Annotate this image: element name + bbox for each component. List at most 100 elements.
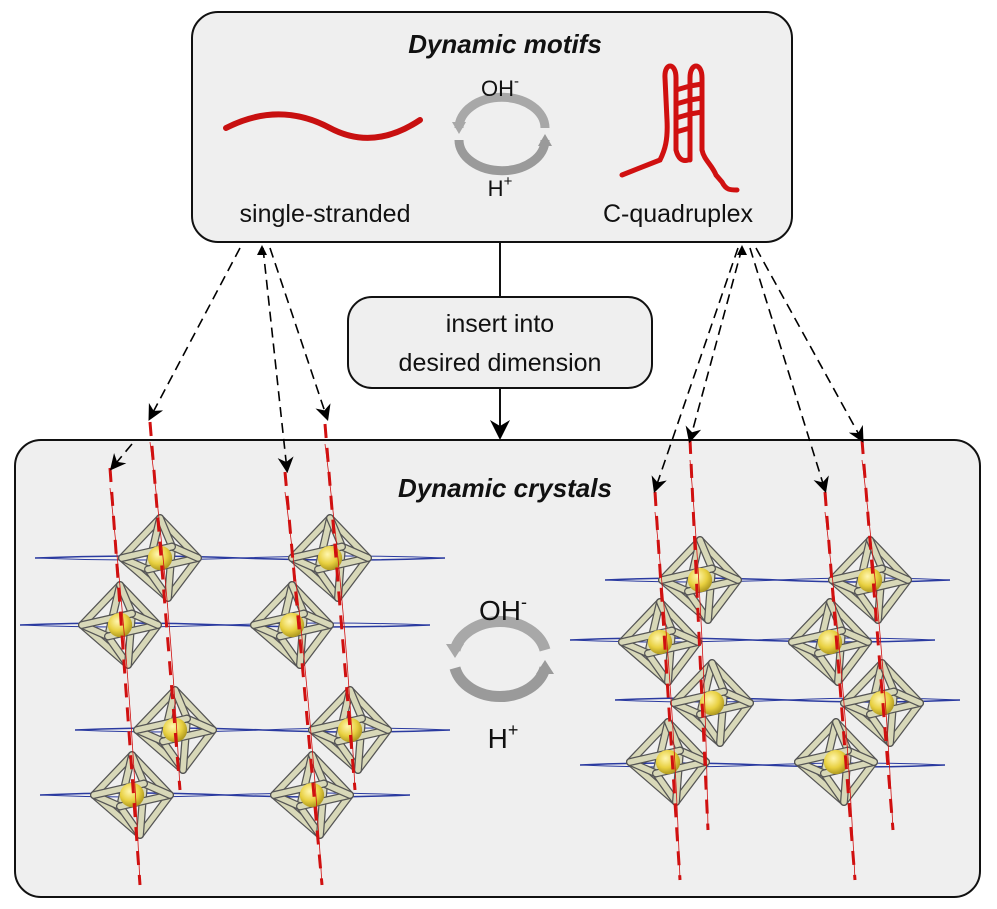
gold-sphere xyxy=(147,545,173,571)
cage-strut xyxy=(879,565,911,583)
cage-strut xyxy=(709,660,727,695)
cage-strut xyxy=(789,599,833,645)
cage-strut xyxy=(359,715,391,733)
cage-strut xyxy=(673,759,709,805)
gold-sphere xyxy=(647,629,673,655)
octahedral-cage xyxy=(270,751,354,839)
process-line-2: desired dimension xyxy=(399,349,602,377)
cage-strut xyxy=(141,780,173,798)
cage-strut xyxy=(697,537,715,572)
cage-strut xyxy=(251,582,295,628)
cage-strut xyxy=(297,622,333,668)
dashed-arrow xyxy=(262,247,294,474)
c-quadruplex-label: C-quadruplex xyxy=(603,200,754,228)
cage-strut xyxy=(180,727,216,773)
gold-sphere xyxy=(119,782,145,808)
cage-strut xyxy=(841,759,877,805)
cage-strut xyxy=(875,577,911,623)
cage-strut xyxy=(671,660,715,706)
cage-strut xyxy=(335,555,371,601)
cage-strut xyxy=(119,515,163,561)
cage-strut xyxy=(795,719,839,765)
cage-strut xyxy=(627,719,671,765)
linker-chain xyxy=(34,555,446,561)
dna-strand-dashed xyxy=(653,491,682,881)
gold-sphere xyxy=(687,567,713,593)
gold-sphere xyxy=(699,690,725,716)
cage-strut xyxy=(721,688,753,706)
cage-strut xyxy=(157,515,175,550)
cage-strut xyxy=(91,752,135,798)
motifs-box: Dynamic motifs OH- H+ single-stranded C-… xyxy=(191,11,793,243)
octahedral-cage xyxy=(288,514,372,602)
single-stranded-dna-icon xyxy=(223,111,423,141)
cage-strut xyxy=(347,687,365,722)
c-quadruplex-icon xyxy=(619,63,740,193)
dashed-arrow xyxy=(651,247,739,494)
crystals-top-reagent: OH- xyxy=(479,592,527,626)
octahedral-cage xyxy=(133,686,217,774)
cage-strut xyxy=(839,627,871,645)
octahedral-cage xyxy=(670,659,754,747)
octahedral-cage xyxy=(626,718,710,806)
cage-strut xyxy=(709,565,741,583)
dna-helix-trace xyxy=(149,441,181,791)
cage-strut xyxy=(165,555,201,601)
dna-helix-trace xyxy=(109,487,141,886)
cage-strut xyxy=(184,715,216,733)
dna-strand-dashed xyxy=(688,439,710,831)
cage-strut xyxy=(835,639,871,685)
dna-strand-dashed xyxy=(823,491,857,881)
crystals-box: Dynamic crystals OH- H+ xyxy=(14,421,981,898)
dashed-arrow xyxy=(269,247,331,422)
dna-helix-trace xyxy=(324,443,356,791)
linker-chain xyxy=(74,727,451,733)
dna-strand-dashed xyxy=(860,439,895,831)
process-box: insert into desired dimension xyxy=(347,296,653,389)
cage-strut xyxy=(705,577,741,623)
octahedral-cage xyxy=(90,751,174,839)
cage-strut xyxy=(879,660,897,695)
cage-strut xyxy=(657,599,675,634)
cage-strut xyxy=(134,687,178,733)
crystals-bottom-reagent: H+ xyxy=(488,720,519,754)
octahedral-cage xyxy=(78,581,162,669)
reversible-cycle-icon xyxy=(452,92,552,176)
cage-strut xyxy=(129,610,161,628)
dna-helix-trace xyxy=(824,511,856,881)
cage-strut xyxy=(619,599,663,645)
octahedral-cage xyxy=(618,598,702,686)
octahedral-cage xyxy=(118,514,202,602)
arrowhead-up-icon xyxy=(257,245,267,255)
cage-strut xyxy=(355,727,391,773)
gold-sphere xyxy=(299,782,325,808)
octahedral-cage xyxy=(794,718,878,806)
dashed-arrow xyxy=(148,247,241,421)
crystal-lattices xyxy=(19,421,961,886)
gold-sphere xyxy=(162,717,188,743)
dashed-arrow xyxy=(109,443,133,471)
cage-strut xyxy=(339,543,371,561)
cage-strut xyxy=(271,752,315,798)
cage-strut xyxy=(169,543,201,561)
cage-strut xyxy=(129,752,147,787)
cage-strut xyxy=(317,792,353,838)
motifs-top-reagent: OH- xyxy=(481,73,519,101)
cage-strut xyxy=(79,582,123,628)
cage-strut xyxy=(833,719,851,754)
cage-strut xyxy=(289,515,333,561)
process-line-1: insert into xyxy=(446,310,554,338)
dna-helix-trace xyxy=(654,511,681,881)
cage-strut xyxy=(717,700,753,746)
cage-strut xyxy=(665,639,701,685)
dashed-arrows xyxy=(109,245,864,494)
dna-helix-trace xyxy=(861,459,894,831)
motifs-bottom-reagent: H+ xyxy=(488,173,513,201)
cage-strut xyxy=(677,747,709,765)
cage-strut xyxy=(669,627,701,645)
dna-helix-trace xyxy=(689,459,709,831)
dna-strand-dashed xyxy=(283,471,324,886)
cage-strut xyxy=(887,700,923,746)
cage-strut xyxy=(117,582,135,617)
